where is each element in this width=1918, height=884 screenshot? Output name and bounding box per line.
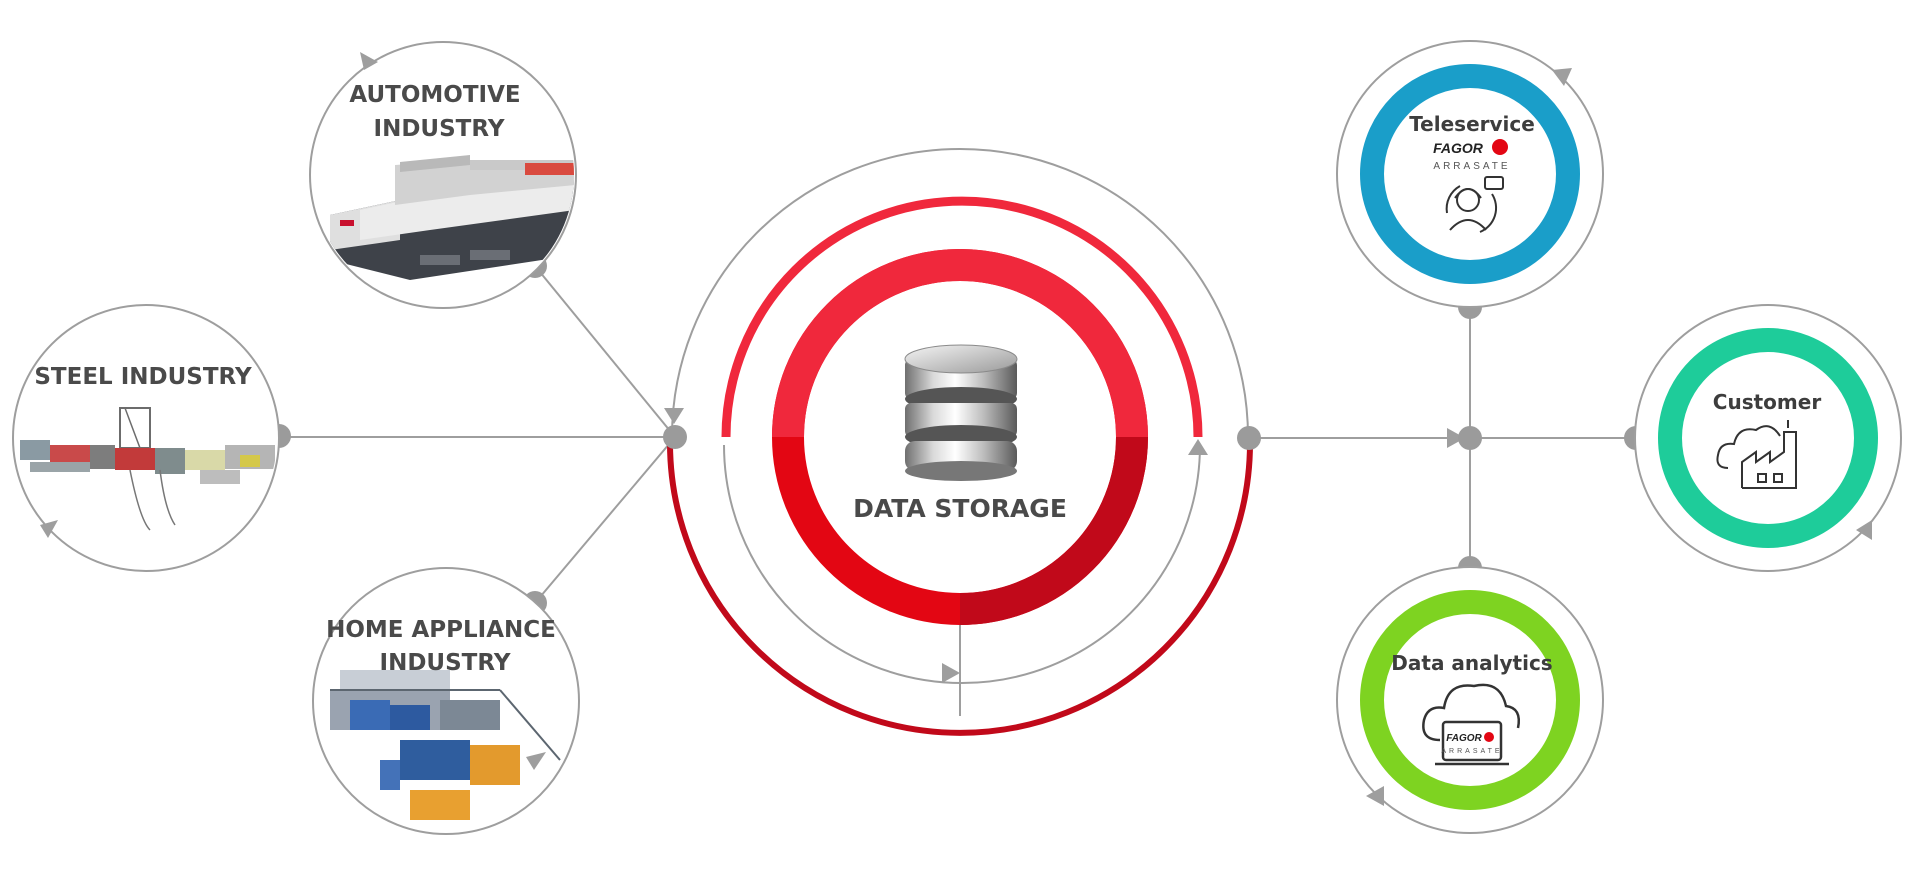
home-label: HOME APPLIANCE INDUSTRY [326,617,564,676]
outer-red-ring-top [721,196,1203,438]
arrow-right-bottom [942,663,960,683]
main-red-ring-shade [959,436,1148,625]
inner-flow-ring-bottom [723,444,1201,684]
database-icon [904,344,1018,481]
home-appliance-line-image [330,670,561,820]
steel-processing-line-image [20,407,275,531]
flow-arrows [664,408,1465,683]
arrow-down-left-hub [664,408,684,424]
analytics-logo-mark [1484,732,1494,742]
distribution-node [1458,426,1482,450]
steel-industry-node[interactable]: STEEL INDUSTRY [12,304,280,572]
automotive-arrow [360,52,378,70]
analytics-logo: FAGOR [1446,733,1482,744]
analytics-color-ring [1360,590,1580,810]
home-label-line2: INDUSTRY [380,650,511,676]
steel-ring [12,304,280,572]
customer-arrow [1856,520,1872,540]
home-label-line1: HOME APPLIANCE [326,617,556,643]
outer-flow-ring-top [671,148,1249,438]
arrow-right-outputs [1447,428,1465,448]
automotive-press-line-image [330,155,574,280]
steel-label: STEEL INDUSTRY [34,364,252,390]
automotive-label-line1: AUTOMOTIVE [349,82,520,108]
output-hub-node [1237,426,1261,450]
cloud-laptop-icon [1422,683,1520,766]
outer-red-ring-bottom [667,442,1253,736]
automotive-to-hub-line [534,265,676,438]
teleservice-label: Teleservice [1409,112,1535,136]
data-storage-hub: DATA STORAGE [667,148,1253,736]
customer-node-group[interactable]: Customer [1634,304,1902,572]
main-red-ring-highlight [772,249,1148,438]
teleservice-color-ring [1360,64,1580,284]
teleservice-logo-sub: ARRASATE [1433,161,1510,172]
teleservice-arrow [1552,68,1572,86]
automotive-label: AUTOMOTIVE INDUSTRY [349,82,528,142]
steel-arrow [40,520,58,538]
data-storage-label: DATA STORAGE [853,494,1067,523]
customer-color-ring [1658,328,1878,548]
home-to-hub-line [534,436,676,604]
support-agent-icon [1445,176,1504,233]
automotive-industry-node[interactable]: AUTOMOTIVE INDUSTRY [309,41,577,309]
teleservice-node-group[interactable]: Teleservice FAGOR ARRASATE [1336,40,1604,308]
teleservice-logo: FAGOR [1433,140,1484,156]
cloud-factory-icon [1716,420,1797,489]
analytics-logo-sub: ARRASATE [1441,748,1502,755]
customer-label: Customer [1713,390,1822,414]
analytics-arrow [1366,786,1384,806]
arrow-up-right-hub [1188,439,1208,455]
home-arrow [526,752,546,770]
automotive-label-line2: INDUSTRY [374,116,505,142]
fagor-logo-mark [1492,139,1508,155]
data-analytics-node-group[interactable]: Data analytics FAGOR ARRASATE [1336,566,1604,834]
input-hub-node [663,425,687,449]
home-appliance-industry-node[interactable]: HOME APPLIANCE INDUSTRY [312,567,580,835]
analytics-label: Data analytics [1391,651,1552,675]
